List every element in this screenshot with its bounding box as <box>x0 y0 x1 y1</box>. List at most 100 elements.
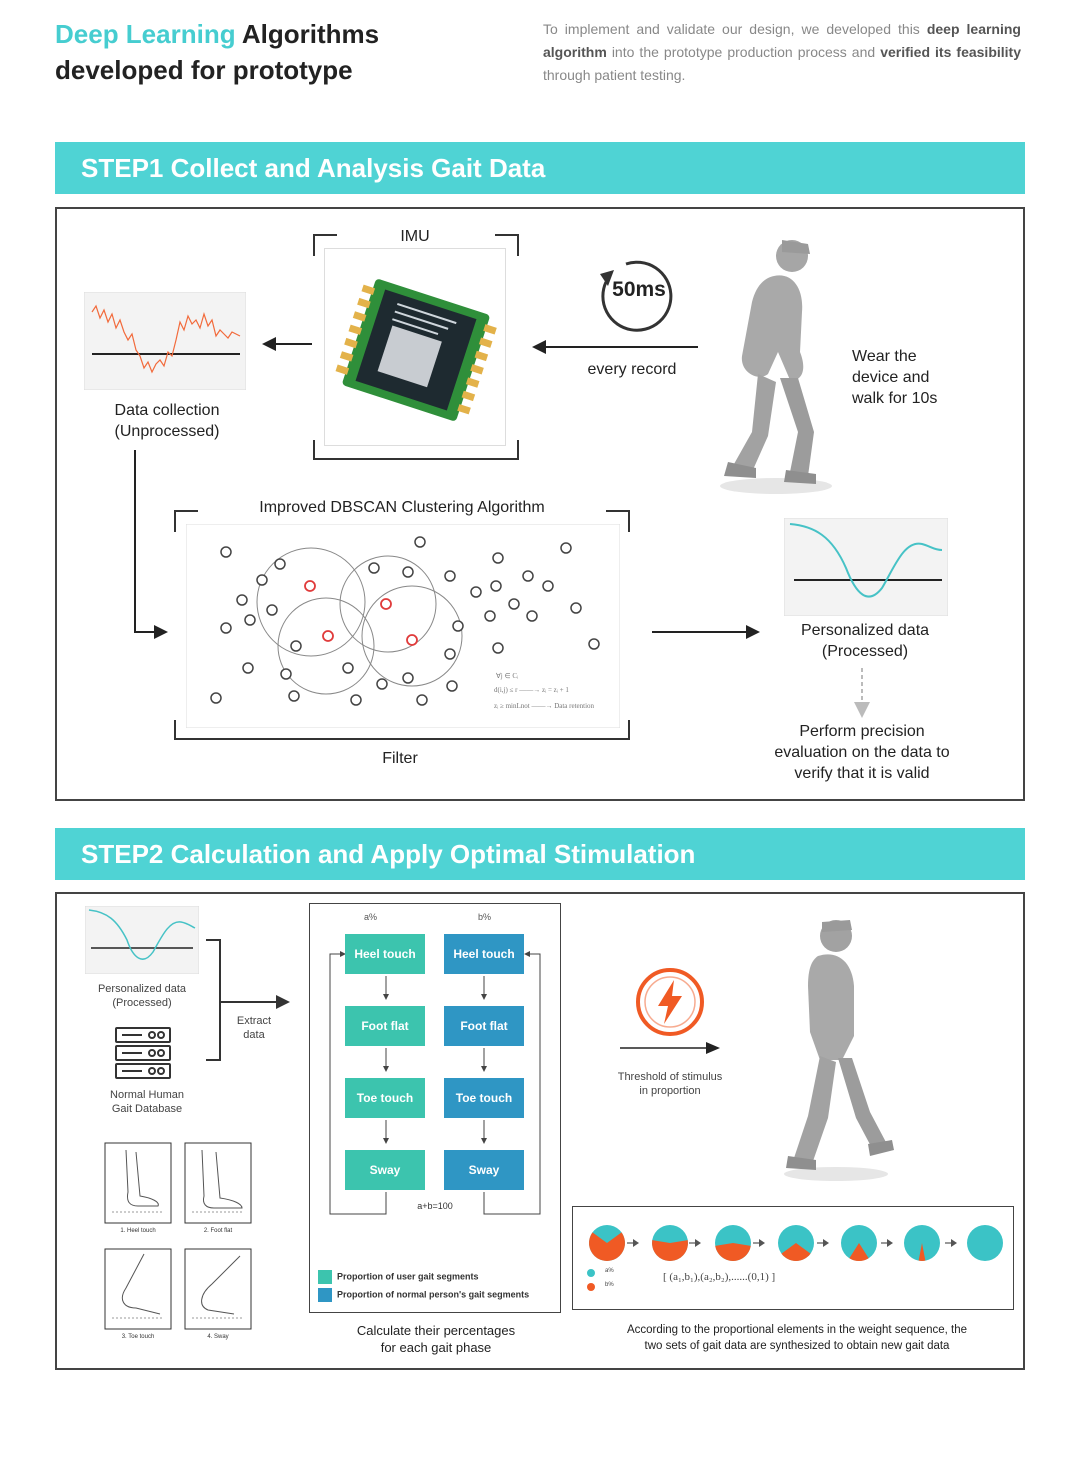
pie-legend-a: a% <box>605 1268 614 1274</box>
wear-device-text: Wear the device and walk for 10s <box>852 346 937 409</box>
processed-signal-chart <box>784 518 948 616</box>
personalized-line1: Personalized data <box>800 622 930 639</box>
personalized-data-label: Personalized data (Processed) <box>770 620 960 662</box>
personalized-mini-chart <box>85 906 199 974</box>
wear-line3: walk for 10s <box>852 390 938 407</box>
title-accent: Deep Learning <box>55 19 236 49</box>
pie-legend-b: b% <box>605 1282 614 1288</box>
foot-flat-sketch <box>184 1142 252 1224</box>
weight-pie-slice-2 <box>652 1240 688 1261</box>
svg-text:zᵢ ≥ minLnot ——→ Data retent: zᵢ ≥ minLnot ——→ Data retention <box>494 702 595 710</box>
database-label: Normal Human Gait Database <box>90 1088 204 1116</box>
legend-user-swatch <box>318 1270 332 1284</box>
walking-person-illustration <box>720 240 832 494</box>
dbscan-title: Improved DBSCAN Clustering Algorithm <box>226 497 578 518</box>
user-foot-flat: Foot flat <box>345 1006 425 1046</box>
wear-line2: device and <box>852 369 930 386</box>
heel-touch-sketch <box>104 1142 172 1224</box>
evaluation-line3: verify that it is valid <box>794 765 930 782</box>
weight-pie-sequence <box>587 1225 1003 1291</box>
legend-normal: Proportion of normal person's gait segme… <box>318 1288 529 1302</box>
every-record-label: every record <box>587 361 677 378</box>
calc-caption: Calculate their percentages for each gai… <box>320 1322 552 1356</box>
step2-personalized-line2: (Processed) <box>112 997 172 1009</box>
imu-frame <box>313 234 519 460</box>
foot-label-1: 1. Heel touch <box>120 1228 156 1234</box>
intro-text-1: To implement and validate our design, we… <box>543 21 927 37</box>
calc-caption-line1: Calculate their percentages <box>356 1323 516 1338</box>
timer-value: 50ms <box>612 278 666 301</box>
arrow-to-dbscan <box>134 450 168 639</box>
database-line1: Normal Human <box>110 1089 184 1101</box>
dbscan-frame <box>174 510 630 740</box>
weight-sequence-formula: [ (a₁,b₁),(a₂,b₂),......(0,1) ] <box>663 1271 776 1283</box>
extract-line2: data <box>243 1029 265 1041</box>
calc-caption-line2: for each gait phase <box>380 1340 492 1355</box>
evaluation-line2: evaluation on the data to <box>774 744 950 761</box>
timer-icon <box>600 260 673 332</box>
arrow-threshold <box>620 1042 720 1054</box>
arrow-to-processed <box>652 625 760 639</box>
user-sway: Sway <box>345 1150 425 1190</box>
synthesis-line1: According to the proportional elements i… <box>626 1324 968 1336</box>
threshold-line1: Threshold of stimulus <box>617 1071 723 1083</box>
intro-bold-2: verified its feasibility <box>880 44 1021 60</box>
title-line-2: developed for prototype <box>55 55 353 85</box>
extract-bracket-arrow <box>206 939 290 1061</box>
normal-sway: Sway <box>444 1150 524 1190</box>
weight-pie-slice-5 <box>849 1243 869 1261</box>
svg-text:∀j ∈ Cᵢ: ∀j ∈ Cᵢ <box>496 672 519 680</box>
database-icon <box>115 1027 171 1079</box>
foot-phase-sketches: 1. Heel touch 2. Foot flat 3. Toe touch … <box>104 1142 252 1342</box>
column-b-label: b% <box>478 912 492 922</box>
evaluation-text: Perform precision evaluation on the data… <box>742 721 982 784</box>
intro-text-3: through patient testing. <box>543 67 686 83</box>
weight-pie-slice-3 <box>715 1243 751 1261</box>
user-heel-touch: Heel touch <box>345 934 425 974</box>
intro-text-2: into the prototype production process an… <box>606 44 881 60</box>
foot-label-4: 4. Sway <box>207 1334 229 1340</box>
database-line2: Gait Database <box>111 1103 183 1115</box>
weight-pie-slice-4 <box>781 1243 811 1261</box>
legend-user-text: Proportion of user gait segments <box>337 1271 479 1282</box>
foot-label-3: 3. Toe touch <box>121 1334 155 1340</box>
title-rest: Algorithms <box>235 19 380 49</box>
user-toe-touch: Toe touch <box>345 1078 425 1118</box>
normal-foot-flat: Foot flat <box>444 1006 524 1046</box>
normal-heel-touch: Heel touch <box>444 934 524 974</box>
dbscan-cluster-plot: ∀j ∈ Cᵢ d(i,j) ≤ r ——→ zᵢ = zᵢ + 1 zᵢ ≥ … <box>186 524 620 728</box>
arrow-to-imu <box>532 340 698 354</box>
weight-pie-slice-1 <box>589 1232 625 1261</box>
wear-line1: Wear the <box>852 348 917 365</box>
foot-label-2: 2. Foot flat <box>203 1228 233 1234</box>
filter-label: Filter <box>382 750 418 767</box>
intro-bold-1: deep learning algorithm <box>543 21 1021 60</box>
imu-chip-icon <box>335 279 497 421</box>
synthesis-line2: two sets of gait data are synthesized to… <box>644 1340 950 1352</box>
sway-sketch <box>184 1248 252 1330</box>
legend-normal-swatch <box>318 1288 332 1302</box>
data-collection-label: Data collection (Unprocessed) <box>84 400 250 442</box>
column-a-label: a% <box>364 912 378 922</box>
imu-label: IMU <box>380 226 450 247</box>
step1-panel <box>55 207 1025 801</box>
extract-label: Extract data <box>226 1014 282 1042</box>
synthesis-caption: According to the proportional elements i… <box>582 1322 1012 1354</box>
step2-banner: STEP2 Calculation and Apply Optimal Stim… <box>55 828 1025 880</box>
personalized-line2: (Processed) <box>821 643 909 660</box>
intro-paragraph: To implement and validate our design, we… <box>543 18 1021 87</box>
evaluation-line1: Perform precision <box>799 723 925 740</box>
step1-banner: STEP1 Collect and Analysis Gait Data <box>55 142 1025 194</box>
svg-text:d(i,j) ≤ r ——→ zᵢ = zᵢ + 1: d(i,j) ≤ r ——→ zᵢ = zᵢ + 1 <box>494 686 569 694</box>
toe-touch-sketch <box>104 1248 172 1330</box>
data-collection-line2: (Unprocessed) <box>114 423 220 440</box>
arrow-to-raw-data <box>262 337 312 351</box>
lightning-stimulus-icon <box>636 968 704 1036</box>
personalized-mini-label: Personalized data (Processed) <box>84 982 200 1010</box>
arrow-to-evaluation <box>854 668 870 718</box>
legend-user: Proportion of user gait segments <box>318 1270 479 1284</box>
raw-signal-chart <box>84 292 246 390</box>
extract-line1: Extract <box>236 1015 272 1027</box>
step2-panel <box>55 892 1025 1370</box>
gait-phase-flow: a% b% Heel touch Heel touch Foot flat Fo… <box>309 903 561 1313</box>
